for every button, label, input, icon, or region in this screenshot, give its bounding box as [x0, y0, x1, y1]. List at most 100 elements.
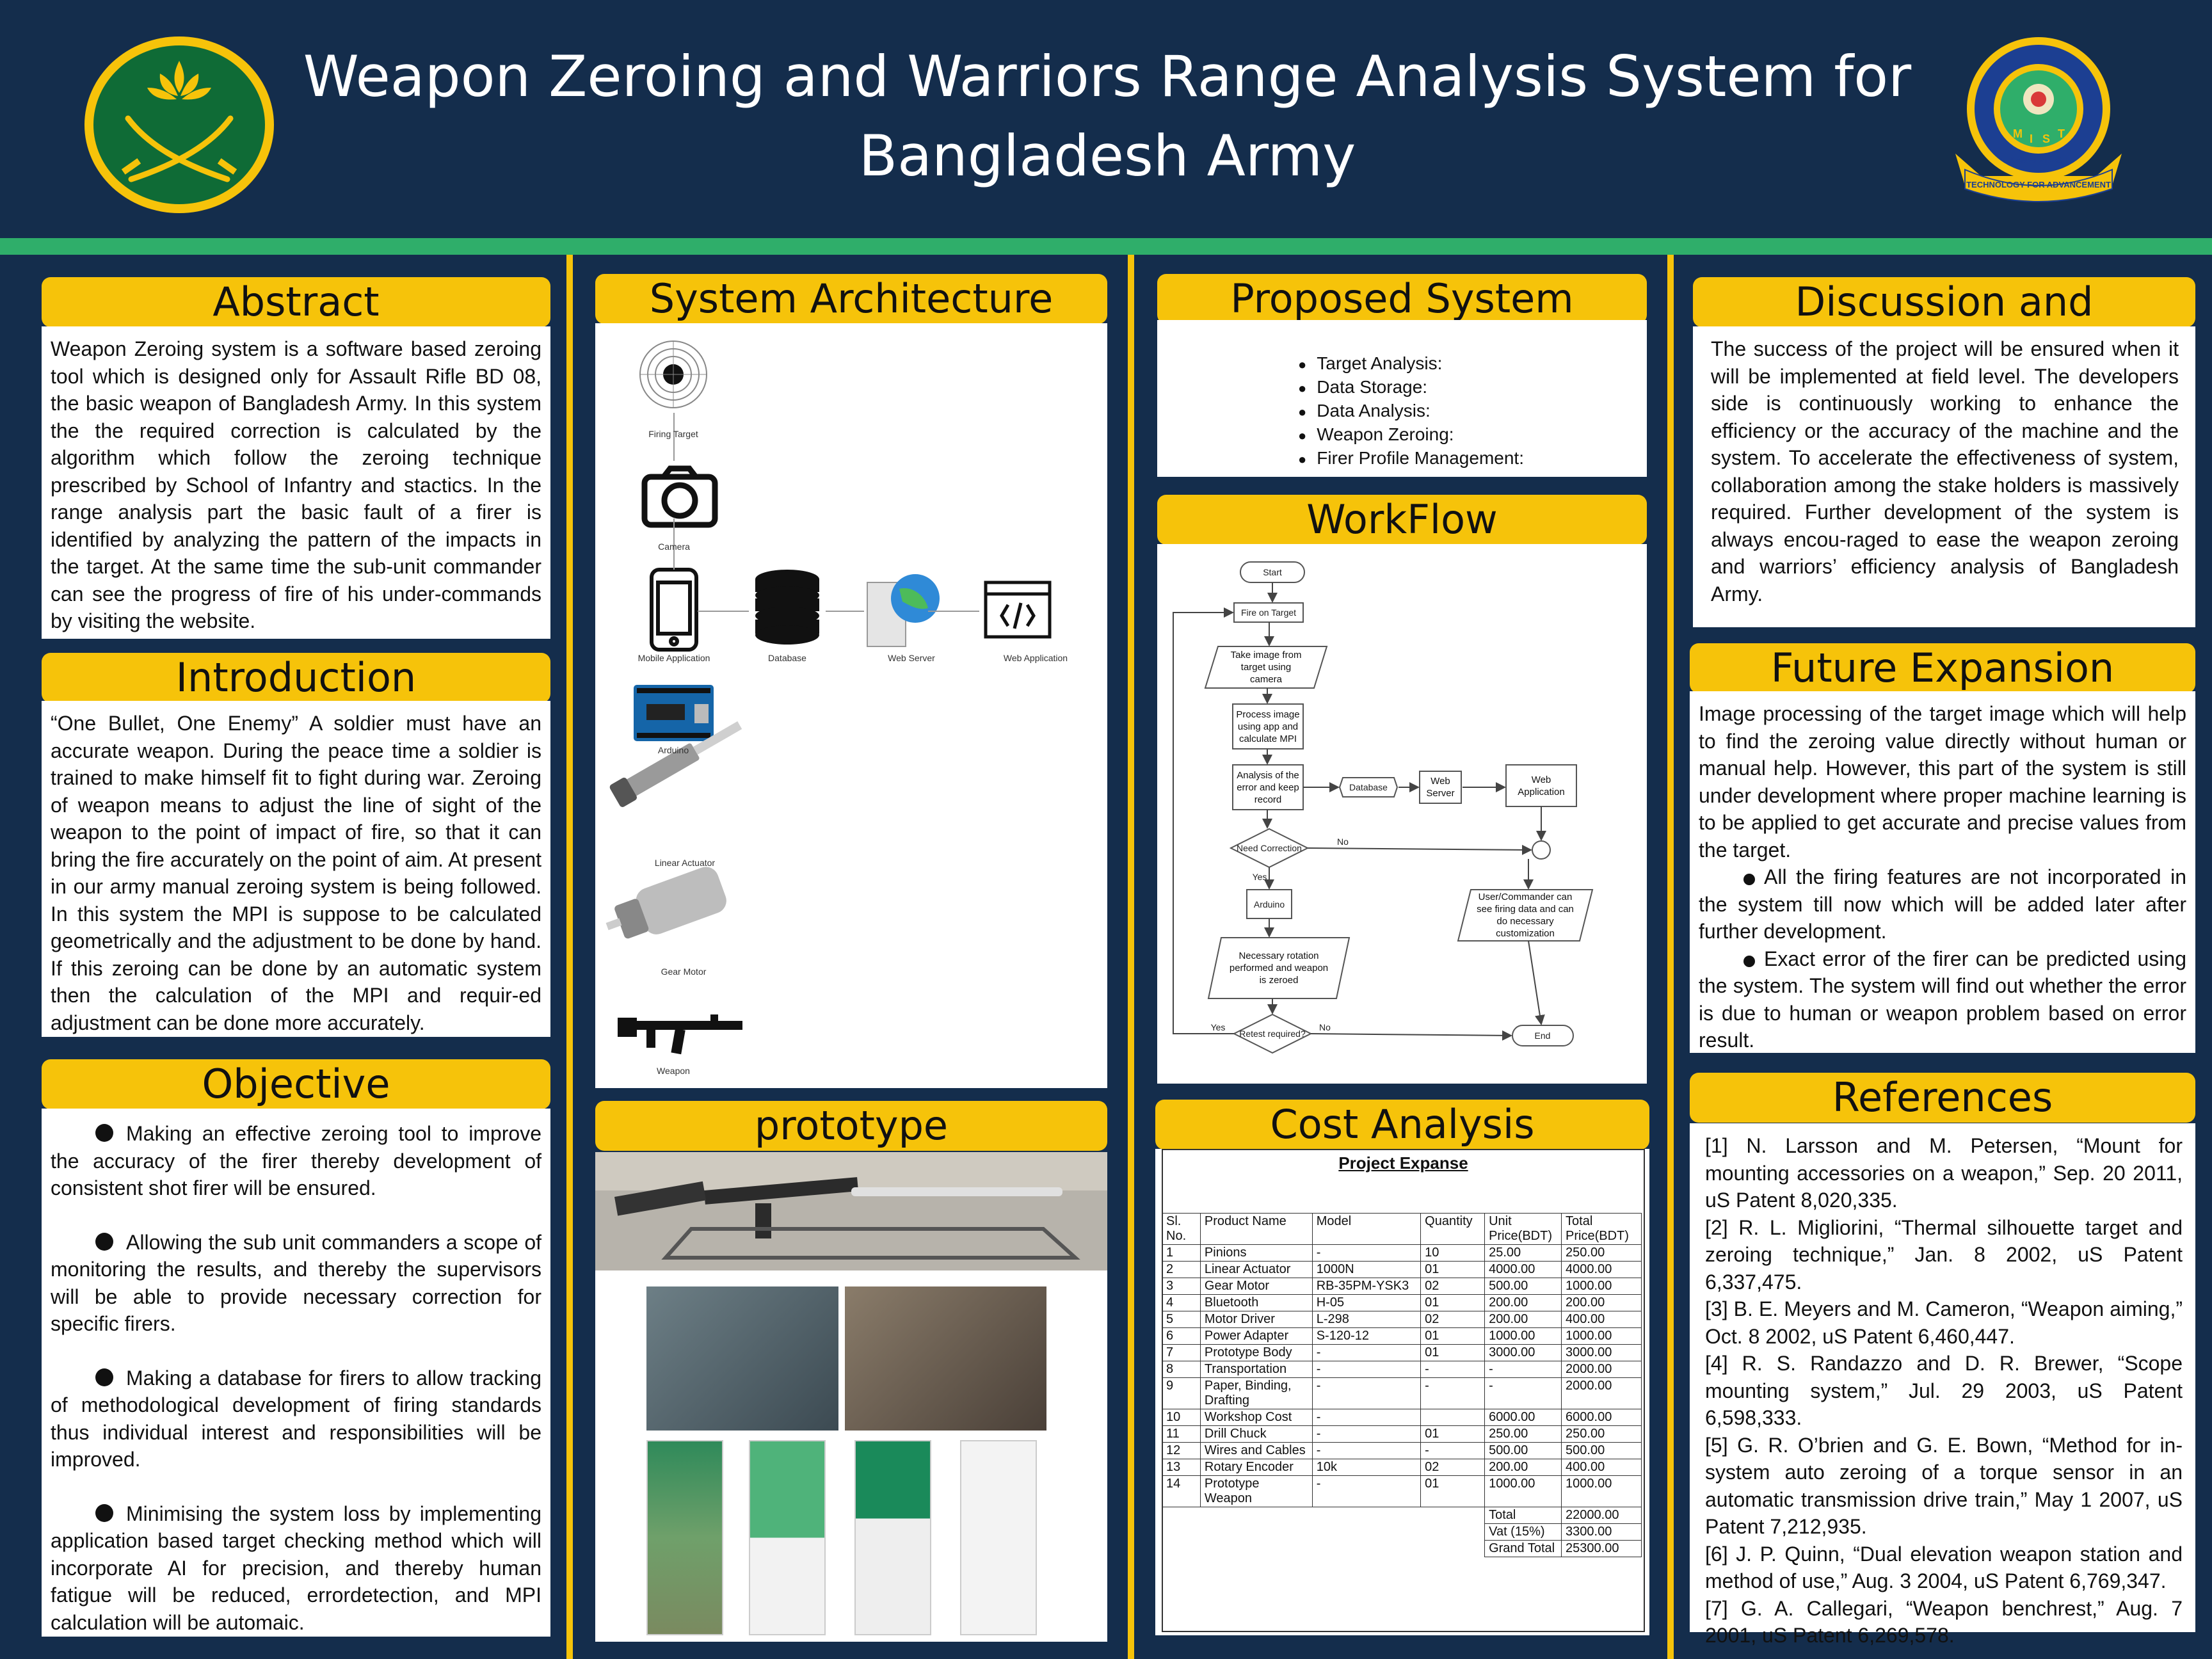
flow-user: [1457, 889, 1594, 942]
flow-rotation: [1207, 937, 1350, 999]
column-divider: [1128, 255, 1134, 1659]
svg-text:Retest required?: Retest required?: [1239, 1029, 1306, 1039]
flow-end: [1512, 1025, 1574, 1046]
table-cell: 4: [1162, 1294, 1201, 1311]
table-cell: Prototype Weapon: [1199, 1475, 1313, 1507]
reference-item: [6] J. P. Quinn, “Dual elevation weapon …: [1705, 1542, 2183, 1593]
table-cell: 6: [1162, 1327, 1201, 1345]
flow-database: [1338, 777, 1399, 797]
app-screen: [960, 1440, 1037, 1635]
table-cell: 250.00: [1484, 1425, 1562, 1443]
table-cell: -: [1311, 1361, 1422, 1378]
features-heading: Proposed System Features: [1157, 274, 1647, 372]
discussion-heading: Discussion and Conclusion: [1693, 277, 2195, 375]
table-cell: 1000N: [1311, 1261, 1422, 1278]
cost-heading: Cost Analysis: [1155, 1100, 1649, 1150]
arch-label: Linear Actuator: [655, 858, 716, 868]
arduino-icon: [634, 685, 714, 741]
reference-item: [1] N. Larsson and M. Petersen, “Mount f…: [1705, 1134, 2183, 1212]
table-cell: 10: [1420, 1244, 1486, 1262]
svg-text:Yes: Yes: [1253, 872, 1267, 882]
app-screen: [646, 1440, 723, 1635]
feature-item: Firer Profile Management:: [1298, 447, 1647, 470]
workflow-heading: WorkFlow: [1157, 495, 1647, 545]
arch-label: Camera: [658, 541, 690, 552]
table-cell: 3300.00: [1561, 1523, 1642, 1541]
abstract-body: Weapon Zeroing system is a software base…: [51, 337, 541, 632]
table-cell: -: [1311, 1475, 1422, 1507]
table-cell: Motor Driver: [1199, 1311, 1313, 1328]
app-screen: [749, 1440, 826, 1635]
svg-text:Database: Database: [1349, 782, 1388, 792]
web-application-icon: [984, 581, 1052, 639]
svg-text:No: No: [1337, 837, 1349, 847]
arch-label: Mobile Application: [638, 653, 710, 663]
table-cell: 9: [1162, 1377, 1201, 1409]
prototype-photo: [646, 1286, 838, 1431]
prototype-heading: prototype: [595, 1101, 1107, 1151]
table-cell: 500.00: [1561, 1442, 1642, 1459]
reference-item: [3] B. E. Meyers and M. Cameron, “Weapon…: [1705, 1297, 2183, 1348]
table-cell: 500.00: [1484, 1278, 1562, 1295]
feature-item: Weapon Zeroing:: [1298, 423, 1647, 447]
table-cell: 01: [1420, 1475, 1486, 1507]
mist-letter: I: [2030, 132, 2033, 145]
table-cell: 2000.00: [1561, 1361, 1642, 1378]
flow-rotation-label: Necessary rotation performed and weapon …: [1229, 950, 1329, 986]
gear-motor-icon: [605, 867, 726, 939]
table-cell: 4000.00: [1484, 1261, 1562, 1278]
reference-item: [4] R. S. Randazzo and D. R. Brewer, “Sc…: [1705, 1352, 2183, 1429]
architecture-diagram: Firing Target Camera Mobile Application …: [605, 341, 1068, 1076]
table-cell: 01: [1420, 1425, 1486, 1443]
table-cell: 200.00: [1484, 1294, 1562, 1311]
table-cell: Prototype Body: [1199, 1344, 1313, 1361]
svg-text:End: End: [1535, 1030, 1551, 1041]
table-cell: Drill Chuck: [1199, 1425, 1313, 1443]
table-cell: 3000.00: [1561, 1344, 1642, 1361]
table-cell: Workshop Cost: [1199, 1409, 1313, 1426]
mist-ribbon-top: BANGLADESH: [2009, 156, 2068, 165]
table-cell: 200.00: [1484, 1311, 1562, 1328]
objective-item: Allowing the sub unit commanders a scope…: [51, 1230, 541, 1336]
arch-label: Arduino: [658, 745, 689, 755]
table-cell: -: [1420, 1377, 1486, 1409]
future-item: All the firing features are not incorpor…: [1699, 865, 2186, 943]
feature-item: Data Storage:: [1298, 376, 1647, 399]
bullet-icon: [1743, 874, 1755, 885]
table-cell: S-120-12: [1311, 1327, 1422, 1345]
objective-item: Minimising the system loss by implementi…: [51, 1502, 541, 1634]
table-cell: 250.00: [1561, 1425, 1642, 1443]
references-panel: [1] N. Larsson and M. Petersen, “Mount f…: [1690, 1123, 2195, 1647]
table-cell: 14: [1162, 1475, 1201, 1507]
bullet-icon: [95, 1503, 113, 1522]
table-cell: 12: [1162, 1442, 1201, 1459]
table-cell: 22000.00: [1561, 1507, 1642, 1524]
table-header-row: Sl. No. Product Name Model Quantity Unit…: [1162, 1213, 1642, 1245]
table-cell: -: [1311, 1377, 1422, 1409]
flow-webserver: [1419, 771, 1462, 804]
mist-letter: S: [2042, 132, 2050, 145]
flow-webapp-label: Web Application: [1518, 774, 1565, 797]
table-cell: [1420, 1409, 1486, 1426]
objective-item: Making a database for firers to allow tr…: [51, 1366, 541, 1471]
table-total-row: Vat (15%)3300.00: [1162, 1523, 1642, 1541]
discussion-panel: The success of the project will be ensur…: [1693, 326, 2195, 627]
column-divider: [566, 255, 573, 1659]
table-cell: -: [1311, 1244, 1422, 1262]
mobile-phone-icon: [650, 568, 698, 652]
column-divider: [1667, 255, 1674, 1659]
arch-label: Firing Target: [648, 429, 698, 439]
table-cell: 7: [1162, 1344, 1201, 1361]
table-cell: 02: [1420, 1459, 1486, 1476]
flow-arduino: [1246, 889, 1292, 919]
table-cell: 02: [1420, 1278, 1486, 1295]
table-cell: 1: [1162, 1244, 1201, 1262]
